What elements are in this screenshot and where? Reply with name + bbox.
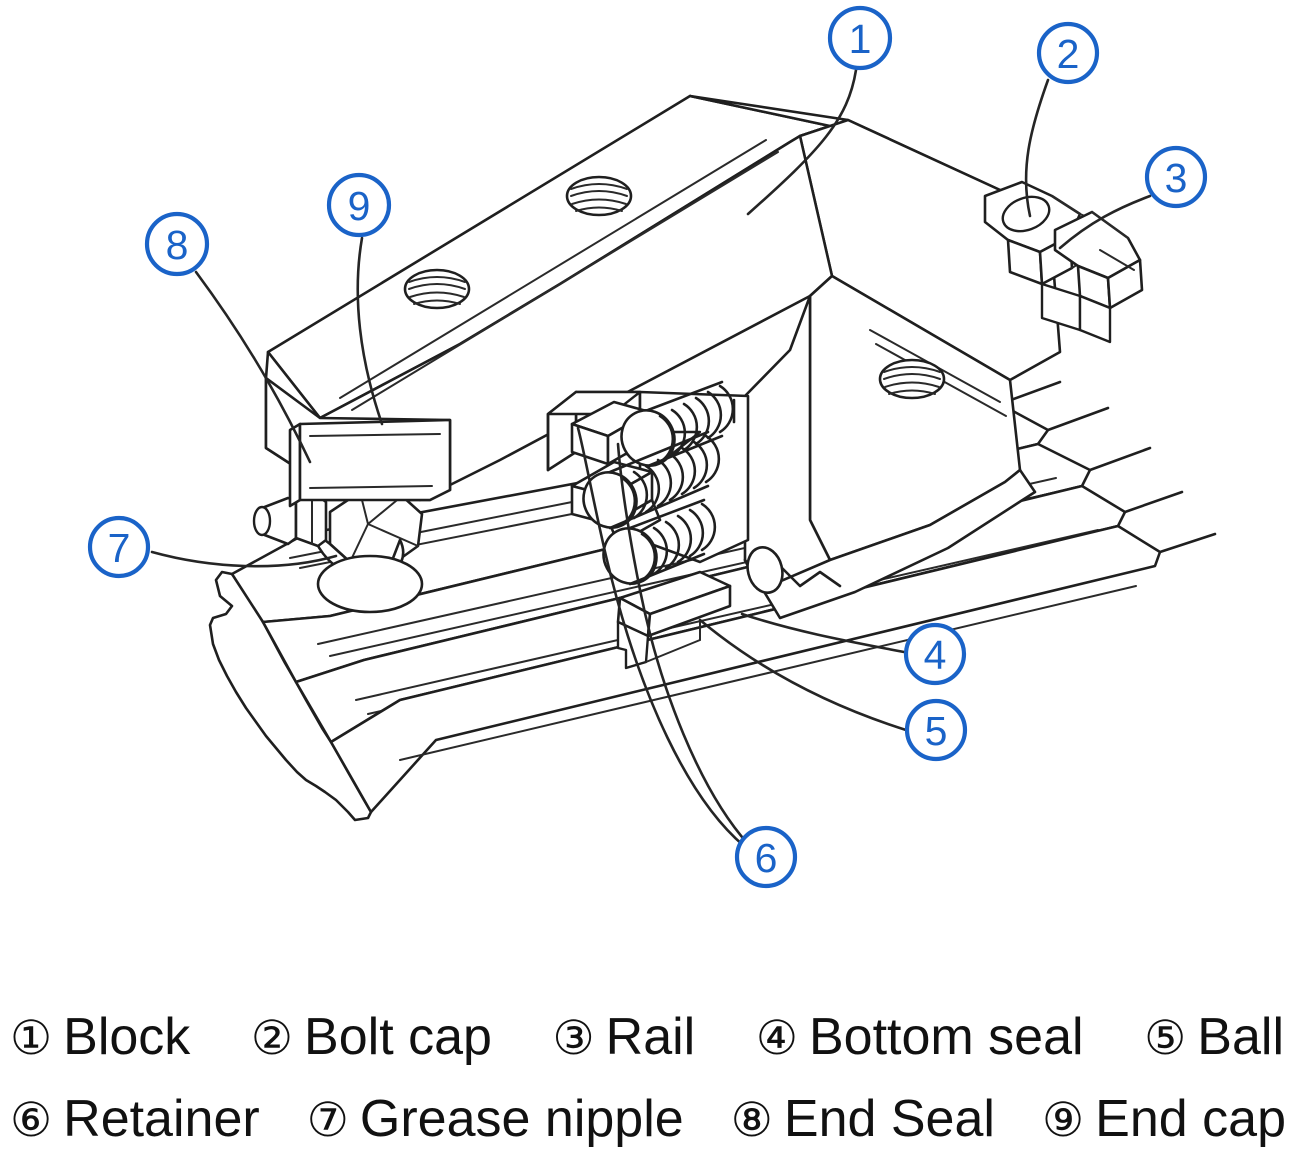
legend-item-end-seal: ⑧ End Seal — [731, 1093, 995, 1145]
callout-4-label: 4 — [924, 632, 947, 678]
legend-num-4: ④ — [755, 1011, 798, 1066]
bottom-seal-part — [616, 570, 732, 670]
legend-num-1: ① — [10, 1011, 53, 1066]
block-body-part — [264, 94, 1062, 620]
legend-item-retainer: ⑥ Retainer — [10, 1093, 260, 1145]
callout-9-label: 9 — [348, 183, 371, 229]
callout-5[interactable]: 5 — [904, 698, 968, 762]
callout-badges: 1 2 3 4 5 — [87, 5, 1208, 889]
side-hole — [746, 546, 784, 594]
callout-2[interactable]: 2 — [1036, 21, 1100, 85]
ball-row-lower — [602, 498, 717, 586]
legend-row-2: ⑥ Retainer ⑦ Grease nipple ⑧ End Seal ⑨ … — [10, 1078, 1288, 1160]
drawing-canvas: .ln { fill:none; stroke:#1f1f1f; stroke-… — [87, 5, 1217, 889]
threaded-hole-b — [565, 175, 633, 217]
legend-num-7: ⑦ — [306, 1093, 349, 1148]
end-seal-part — [288, 418, 452, 508]
legend-item-rail: ③ Rail — [553, 1011, 696, 1063]
legend: ① Block ② Bolt cap ③ Rail ④ Bottom seal … — [0, 985, 1298, 1171]
legend-item-bottom-seal: ④ Bottom seal — [756, 1011, 1084, 1063]
legend-num-5: ⑤ — [1144, 1011, 1187, 1066]
callout-2-label: 2 — [1057, 31, 1080, 77]
leader-4 — [740, 612, 906, 654]
legend-num-8: ⑧ — [730, 1093, 773, 1148]
callout-7-label: 7 — [108, 525, 131, 571]
grease-nipple-part — [252, 490, 424, 614]
legend-item-end-cap: ⑨ End cap — [1042, 1093, 1286, 1145]
threaded-hole-c — [878, 358, 946, 400]
legend-label-end-seal: End Seal — [783, 1090, 995, 1148]
leader-5 — [698, 618, 908, 732]
callout-1[interactable]: 1 — [827, 5, 893, 71]
callout-6-label: 6 — [755, 835, 778, 881]
callout-6[interactable]: 6 — [734, 825, 798, 889]
callout-8-label: 8 — [166, 222, 189, 268]
callout-1-label: 1 — [849, 16, 872, 62]
technical-drawing: .ln { fill:none; stroke:#1f1f1f; stroke-… — [87, 5, 1217, 889]
legend-num-2: ② — [250, 1011, 294, 1066]
callout-3-label: 3 — [1165, 155, 1188, 201]
legend-label-rail: Rail — [605, 1008, 696, 1066]
legend-item-ball: ⑤ Ball — [1144, 1011, 1284, 1063]
leader-8 — [194, 270, 312, 464]
legend-num-3: ③ — [552, 1011, 595, 1066]
legend-label-bolt-cap: Bolt cap — [304, 1008, 492, 1066]
leader-lines — [150, 68, 1152, 848]
leader-3 — [1058, 194, 1152, 250]
leader-6a — [576, 426, 746, 848]
callout-3[interactable]: 3 — [1144, 145, 1208, 209]
leader-7 — [150, 550, 338, 568]
callout-7[interactable]: 7 — [87, 515, 151, 579]
legend-label-grease-nipple: Grease nipple — [359, 1090, 684, 1148]
legend-label-retainer: Retainer — [63, 1090, 260, 1148]
callout-5-label: 5 — [925, 708, 948, 754]
legend-label-ball: Ball — [1197, 1008, 1284, 1066]
callout-4[interactable]: 4 — [903, 622, 967, 686]
leader-2 — [1024, 78, 1050, 218]
legend-item-grease-nipple: ⑦ Grease nipple — [307, 1093, 684, 1145]
legend-label-block: Block — [63, 1008, 191, 1066]
legend-item-block: ① Block — [10, 1011, 190, 1063]
legend-label-bottom-seal: Bottom seal — [808, 1008, 1084, 1066]
threaded-holes — [403, 175, 946, 400]
callout-9[interactable]: 9 — [326, 172, 392, 238]
leader-6b — [616, 442, 750, 846]
legend-label-end-cap: End cap — [1095, 1090, 1286, 1148]
leader-1 — [746, 68, 858, 216]
threaded-hole-a — [403, 268, 471, 310]
callout-8[interactable]: 8 — [144, 211, 210, 277]
legend-num-6: ⑥ — [10, 1093, 53, 1148]
legend-item-bolt-cap: ② Bolt cap — [251, 1011, 492, 1063]
legend-row-1: ① Block ② Bolt cap ③ Rail ④ Bottom seal … — [10, 996, 1288, 1078]
leader-9 — [356, 236, 384, 426]
rail-right-end — [1040, 210, 1144, 344]
legend-num-9: ⑨ — [1042, 1093, 1085, 1148]
